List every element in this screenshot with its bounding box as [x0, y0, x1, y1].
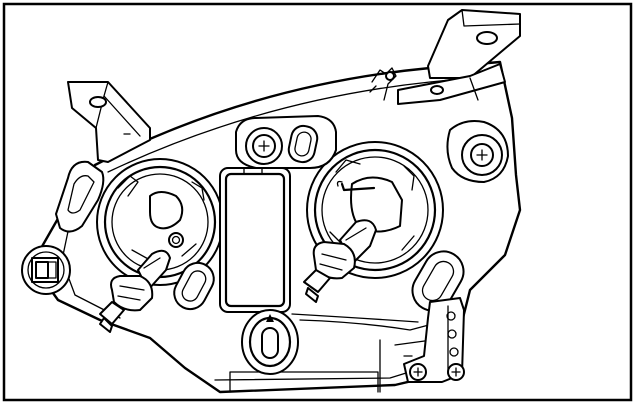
left-mounting-rail — [55, 160, 105, 233]
top-left-mounting-bracket — [67, 81, 151, 163]
leveling-connector — [21, 245, 71, 295]
center-access-panel — [219, 167, 291, 313]
upper-center-mount — [235, 115, 337, 169]
high-beam-bulb-socket — [303, 219, 377, 303]
low-beam-bulb-socket — [99, 249, 171, 333]
retaining-clip — [369, 67, 397, 101]
mid-right-adjuster-slot — [411, 250, 465, 312]
bottom-center-adjuster-knob — [241, 309, 299, 375]
mid-left-adjuster-slot — [173, 261, 215, 311]
low-beam-housing-ring — [96, 158, 224, 286]
bottom-right-mounting-bracket — [403, 297, 465, 383]
right-adjuster-screw — [446, 120, 509, 183]
upper-adjuster-slot — [287, 124, 319, 164]
top-right-mounting-bracket — [397, 9, 521, 105]
upper-center-screw — [258, 140, 270, 152]
